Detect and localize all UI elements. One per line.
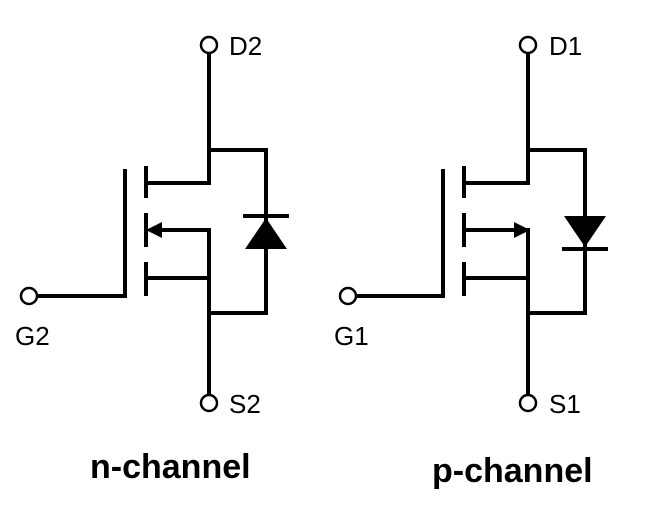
p-source-terminal[interactable] xyxy=(518,393,538,413)
n-channel-mosfet: D2 S2 G2 n-channel xyxy=(15,31,289,486)
n-body-arrow-icon xyxy=(146,222,162,238)
n-channel-caption: n-channel xyxy=(90,448,251,486)
n-source-terminal[interactable] xyxy=(199,393,219,413)
p-channel-mosfet: D1 S1 G1 p-channel xyxy=(334,31,608,490)
p-drain-terminal[interactable] xyxy=(518,35,538,55)
p-channel-caption: p-channel xyxy=(432,452,593,490)
p-gate-terminal[interactable] xyxy=(338,286,358,306)
p-source-label: S1 xyxy=(549,389,581,419)
n-body-diode-icon xyxy=(245,218,287,249)
n-source-label: S2 xyxy=(229,389,261,419)
p-gate-label: G1 xyxy=(334,321,369,351)
p-body-arrow-icon xyxy=(514,222,530,238)
n-gate-terminal[interactable] xyxy=(19,286,39,306)
p-body-diode-icon xyxy=(564,216,606,247)
n-drain-terminal[interactable] xyxy=(199,35,219,55)
p-drain-label: D1 xyxy=(549,31,582,61)
n-gate-label: G2 xyxy=(15,321,50,351)
n-drain-label: D2 xyxy=(229,31,262,61)
